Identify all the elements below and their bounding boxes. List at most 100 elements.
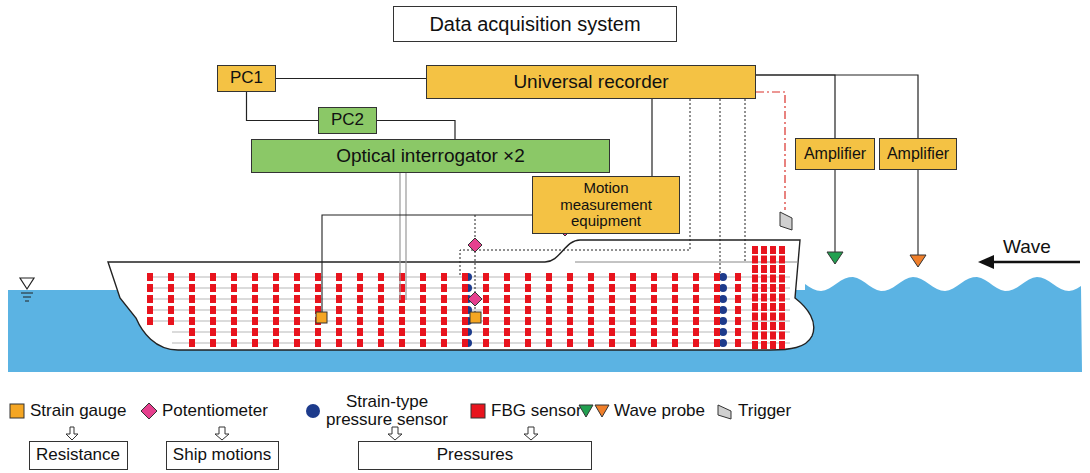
motion-box: Motion measurement equipment [532, 176, 680, 234]
fbg-sensor-mark [210, 328, 216, 336]
fbg-sensor-mark [752, 303, 758, 311]
fbg-sensor-mark [761, 322, 767, 330]
fbg-sensor-mark [462, 273, 468, 281]
fbg-sensor-mark [231, 284, 237, 292]
fbg-sensor-mark [525, 317, 531, 325]
interrogator-box: Optical interrogator ×2 [251, 139, 610, 173]
box-label: PC2 [331, 111, 364, 130]
fbg-sensor-mark [525, 306, 531, 314]
fbg-sensor-mark [546, 339, 552, 347]
fbg-sensor-mark [693, 317, 699, 325]
fbg-sensor-mark [357, 284, 363, 292]
fbg-sensor-mark [651, 273, 657, 281]
fbg-sensor-mark [770, 265, 776, 273]
fbg-sensor-mark [735, 306, 741, 314]
fbg-sensor-mark [252, 295, 258, 303]
fbg-sensor-mark [693, 273, 699, 281]
fbg-sensor-mark [761, 284, 767, 292]
fbg-sensor-mark [588, 328, 594, 336]
fbg-sensor-mark [672, 328, 678, 336]
legend-item: Trigger [716, 396, 791, 426]
legend-text: FBG sensor [491, 402, 582, 420]
sensor-grid [147, 246, 790, 349]
fbg-sensor-mark [189, 306, 195, 314]
fbg-sensor-mark [336, 295, 342, 303]
fbg-sensor-mark [336, 273, 342, 281]
box-label: Amplifier [804, 145, 866, 163]
fbg-sensor-mark [294, 317, 300, 325]
fbg-sensor-mark [752, 332, 758, 340]
fbg-sensor-mark [714, 339, 720, 347]
fbg-sensor-mark [357, 317, 363, 325]
fbg-sensor-mark [294, 284, 300, 292]
fbg-sensor-mark [714, 284, 720, 292]
fbg-sensor-mark [525, 284, 531, 292]
fbg-sensor-mark [567, 284, 573, 292]
hull [108, 240, 814, 350]
fbg-sensor-mark [168, 306, 174, 314]
fbg-sensor-mark [714, 306, 720, 314]
fbg-sensor-mark [567, 328, 573, 336]
fbg-sensor-mark [735, 339, 741, 347]
wire-connector [756, 75, 835, 138]
legend-swatch [304, 402, 322, 420]
fbg-sensor-mark [420, 273, 426, 281]
legend-swatch [8, 402, 26, 420]
wire-connector [247, 92, 319, 121]
fbg-sensor-mark [651, 295, 657, 303]
fbg-sensor-mark [231, 339, 237, 347]
fbg-sensor-mark [504, 295, 510, 303]
fbg-sensor-mark [651, 339, 657, 347]
fbg-sensor-mark [630, 295, 636, 303]
legend-item: Wave probe [578, 396, 705, 426]
fbg-sensor-mark [761, 265, 767, 273]
fbg-sensor-mark [761, 303, 767, 311]
fbg-sensor-mark [147, 284, 153, 292]
fbg-sensor-mark [761, 341, 767, 349]
fbg-sensor-mark [357, 295, 363, 303]
legend-item: Potentiometer [140, 396, 268, 426]
fbg-sensor-mark [441, 339, 447, 347]
wire-connector [276, 78, 426, 79]
legend-symbol [10, 404, 24, 418]
pressure-sensor-dot [719, 306, 727, 314]
fbg-sensor-mark [147, 273, 153, 281]
fbg-sensor-mark [714, 295, 720, 303]
fbg-sensor-mark [210, 317, 216, 325]
fbg-sensor-mark [273, 273, 279, 281]
fbg-sensor-mark [770, 246, 776, 254]
fbg-sensor-mark [609, 284, 615, 292]
fbg-sensor-mark [483, 295, 489, 303]
fbg-sensor-mark [672, 295, 678, 303]
fbg-sensor-mark [770, 275, 776, 283]
fbg-sensor-mark [735, 328, 741, 336]
fbg-sensor-mark [273, 317, 279, 325]
fbg-sensor-mark [168, 317, 174, 325]
fbg-sensor-mark [525, 328, 531, 336]
fbg-sensor-mark [609, 306, 615, 314]
legend-text: Trigger [738, 402, 791, 420]
fbg-sensor-mark [378, 273, 384, 281]
fbg-sensor-mark [252, 339, 258, 347]
fbg-sensor-mark [504, 306, 510, 314]
fbg-sensor-mark [378, 339, 384, 347]
fbg-sensor-mark [588, 339, 594, 347]
fbg-sensor-mark [441, 284, 447, 292]
fbg-sensor-mark [315, 284, 321, 292]
fbg-sensor-mark [546, 317, 552, 325]
fbg-sensor-mark [504, 339, 510, 347]
wire-connector [377, 121, 455, 140]
wave-arrow [978, 255, 1080, 269]
fbg-sensor-mark [462, 284, 468, 292]
legend-item: FBG sensor [469, 396, 582, 426]
box-label: PC1 [230, 69, 263, 88]
fbg-sensor-mark [779, 256, 785, 264]
fbg-sensor-mark [693, 339, 699, 347]
box-label: Amplifier [887, 145, 949, 163]
fbg-sensor-mark [752, 275, 758, 283]
fbg-sensor-mark [693, 328, 699, 336]
fbg-sensor-mark [336, 284, 342, 292]
fbg-sensor-mark [462, 339, 468, 347]
fbg-sensor-mark [189, 339, 195, 347]
fbg-sensor-mark [378, 295, 384, 303]
